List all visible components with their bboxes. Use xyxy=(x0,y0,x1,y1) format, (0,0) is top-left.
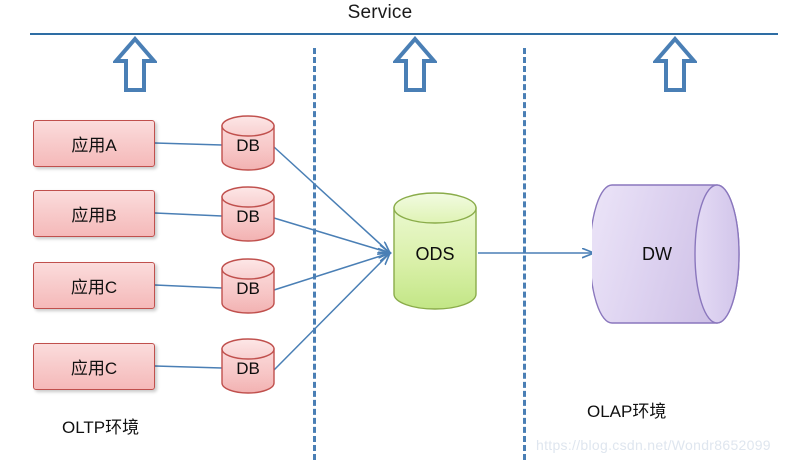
database-cylinder-shape xyxy=(221,338,275,394)
service-arrow-olap-icon xyxy=(653,36,697,94)
application-box-label: 应用B xyxy=(71,206,117,225)
database-cylinder-3[interactable]: DB xyxy=(220,258,276,314)
ods-cylinder[interactable]: ODS xyxy=(392,192,478,310)
watermark: https://blog.csdn.net/Wondr8652099 xyxy=(536,437,771,453)
service-title: Service xyxy=(347,2,413,23)
application-box-3[interactable]: 应用C xyxy=(33,262,155,309)
database-cylinder-shape xyxy=(221,115,275,171)
wire-app-to-db-4 xyxy=(154,365,223,369)
wire-app-to-db-1 xyxy=(154,142,223,146)
divider-oltp-ods xyxy=(313,48,316,460)
database-cylinder-shape xyxy=(221,258,275,314)
database-cylinder-1[interactable]: DB xyxy=(220,115,276,171)
wire-app-to-db-3 xyxy=(154,284,223,289)
service-divider-line xyxy=(30,33,778,35)
application-box-label: 应用C xyxy=(70,278,118,297)
divider-ods-olap xyxy=(523,48,526,460)
dw-cylinder[interactable]: DW xyxy=(589,183,747,326)
wire-db-to-ods-4 xyxy=(273,253,390,371)
application-box-2[interactable]: 应用B xyxy=(33,190,155,237)
service-arrow-ods-icon xyxy=(393,36,437,94)
application-box-1[interactable]: 应用A xyxy=(33,120,155,167)
zone-label-olap: OLAP环境 xyxy=(587,402,667,421)
application-box-label: 应用C xyxy=(70,359,118,378)
service-arrow-oltp-icon xyxy=(113,36,157,94)
wire-db-to-ods-1 xyxy=(273,146,390,253)
application-box-4[interactable]: 应用C xyxy=(33,343,155,390)
database-cylinder-2[interactable]: DB xyxy=(220,186,276,242)
application-box-label: 应用A xyxy=(71,136,117,155)
database-cylinder-shape xyxy=(221,186,275,242)
zone-label-oltp: OLTP环境 xyxy=(62,418,140,437)
wire-app-to-db-2 xyxy=(154,212,223,217)
dw-cylinder-shape xyxy=(589,184,740,324)
wire-db-to-ods-3 xyxy=(273,253,390,291)
wire-db-to-ods-2 xyxy=(273,217,390,253)
ods-cylinder-shape xyxy=(393,192,477,310)
database-cylinder-4[interactable]: DB xyxy=(220,338,276,394)
